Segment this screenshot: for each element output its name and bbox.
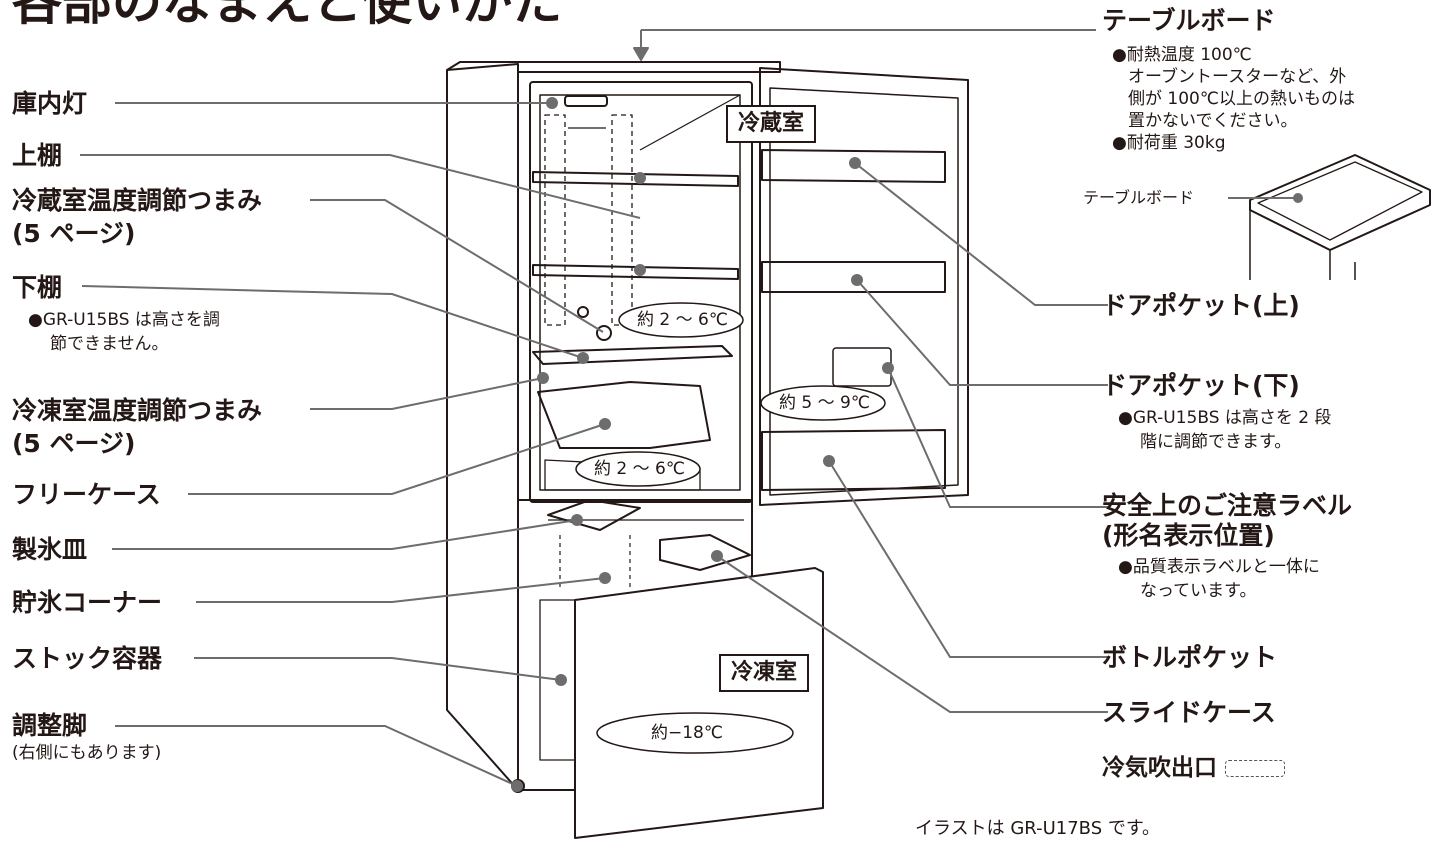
label-ice-tray: 製氷皿 [12, 535, 88, 564]
label-table-board: テーブルボード [1102, 6, 1276, 35]
temp-freezer: 約−18℃ [651, 723, 723, 743]
leader-dots [511, 97, 1303, 792]
temp-fridge-upper: 約 2 〜 6℃ [637, 310, 728, 330]
light-fixture [564, 95, 608, 107]
slide-case [659, 534, 751, 571]
page-title: 各部のなまえと使いかた [12, 0, 562, 31]
label-freezer-dial-ref: (5 ページ) [12, 429, 136, 458]
leader-lines [80, 102, 1298, 787]
freezer-door [574, 567, 824, 839]
note-door-pocket-lower-1: ●GR-U15BS は高さを 2 段 [1118, 408, 1332, 428]
label-adjuster-foot: 調整脚 [12, 711, 88, 740]
cold-air-outlet-text: 冷気吹出口 [1102, 755, 1217, 781]
label-lower-shelf: 下棚 [12, 273, 63, 302]
cabinet-top [446, 61, 781, 73]
temp-fridge-lower: 約 2 〜 6℃ [594, 459, 685, 479]
freezer-compartment-label: 冷凍室 [719, 654, 810, 692]
label-bottle-pocket: ボトルポケット [1102, 643, 1278, 672]
note-safety-1: ●品質表示ラベルと一体に [1118, 557, 1320, 577]
note-safety-2: なっています。 [1140, 581, 1257, 601]
note-table-board-1: ●耐熱温度 100℃ [1112, 45, 1252, 65]
free-case [537, 381, 711, 449]
label-cold-air-outlet: 冷気吹出口 [1102, 752, 1285, 784]
temperature-ovals [575, 302, 886, 754]
label-ice-storage: 貯氷コーナー [12, 588, 163, 617]
fridge-interior [529, 81, 753, 503]
duct [544, 114, 633, 326]
label-door-pocket-upper: ドアポケット(上) [1102, 291, 1300, 320]
label-door-pocket-lower: ドアポケット(下) [1102, 371, 1300, 400]
note-table-board-3: 側が 100℃以上の熱いものは [1128, 89, 1355, 109]
note-door-pocket-lower-2: 階に調節できます。 [1140, 432, 1292, 452]
note-lower-shelf-1: ●GR-U15BS は高さを調 [28, 310, 220, 330]
note-adjuster-foot: (右側にもあります) [12, 743, 162, 763]
footnote: イラストは GR-U17BS です。 [915, 818, 1161, 839]
label-safety-2: (形名表示位置) [1102, 521, 1275, 550]
ice-tray [547, 499, 641, 531]
label-light: 庫内灯 [12, 89, 88, 118]
label-fridge-dial: 冷蔵室温度調節つまみ [12, 186, 263, 215]
note-table-board-2: オーブントースターなど、外 [1128, 67, 1347, 87]
door-pocket-upper [761, 149, 946, 183]
door-pocket-mid [761, 261, 946, 293]
fridge-compartment-label: 冷蔵室 [726, 105, 817, 143]
note-table-board-4: 置かないでください。 [1128, 111, 1298, 131]
cold-air-outlet-icon [1225, 760, 1285, 777]
label-slide-case: スライドケース [1102, 698, 1276, 727]
temp-door: 約 5 〜 9℃ [779, 393, 870, 413]
label-upper-shelf: 上棚 [12, 141, 63, 170]
note-lower-shelf-2: 節できません。 [50, 334, 169, 354]
table-board-arrow [640, 29, 1096, 52]
label-freezer-dial: 冷凍室温度調節つまみ [12, 396, 263, 425]
label-safety: 安全上のご注意ラベル [1102, 491, 1353, 520]
note-table-board-5: ●耐荷重 30kg [1112, 133, 1226, 153]
bottle-pocket [761, 429, 946, 491]
label-free-case: フリーケース [12, 480, 161, 509]
upper-shelf-2 [532, 264, 739, 280]
label-fridge-dial-ref: (5 ページ) [12, 219, 136, 248]
label-table-board-inset: テーブルボード [1083, 188, 1195, 207]
upper-shelf-1 [532, 171, 739, 187]
refrigerator-illustration [446, 29, 1431, 839]
label-stock-container: ストック容器 [12, 644, 163, 673]
lower-shelf [532, 345, 733, 365]
dial [596, 325, 612, 341]
fridge-door [759, 67, 969, 506]
